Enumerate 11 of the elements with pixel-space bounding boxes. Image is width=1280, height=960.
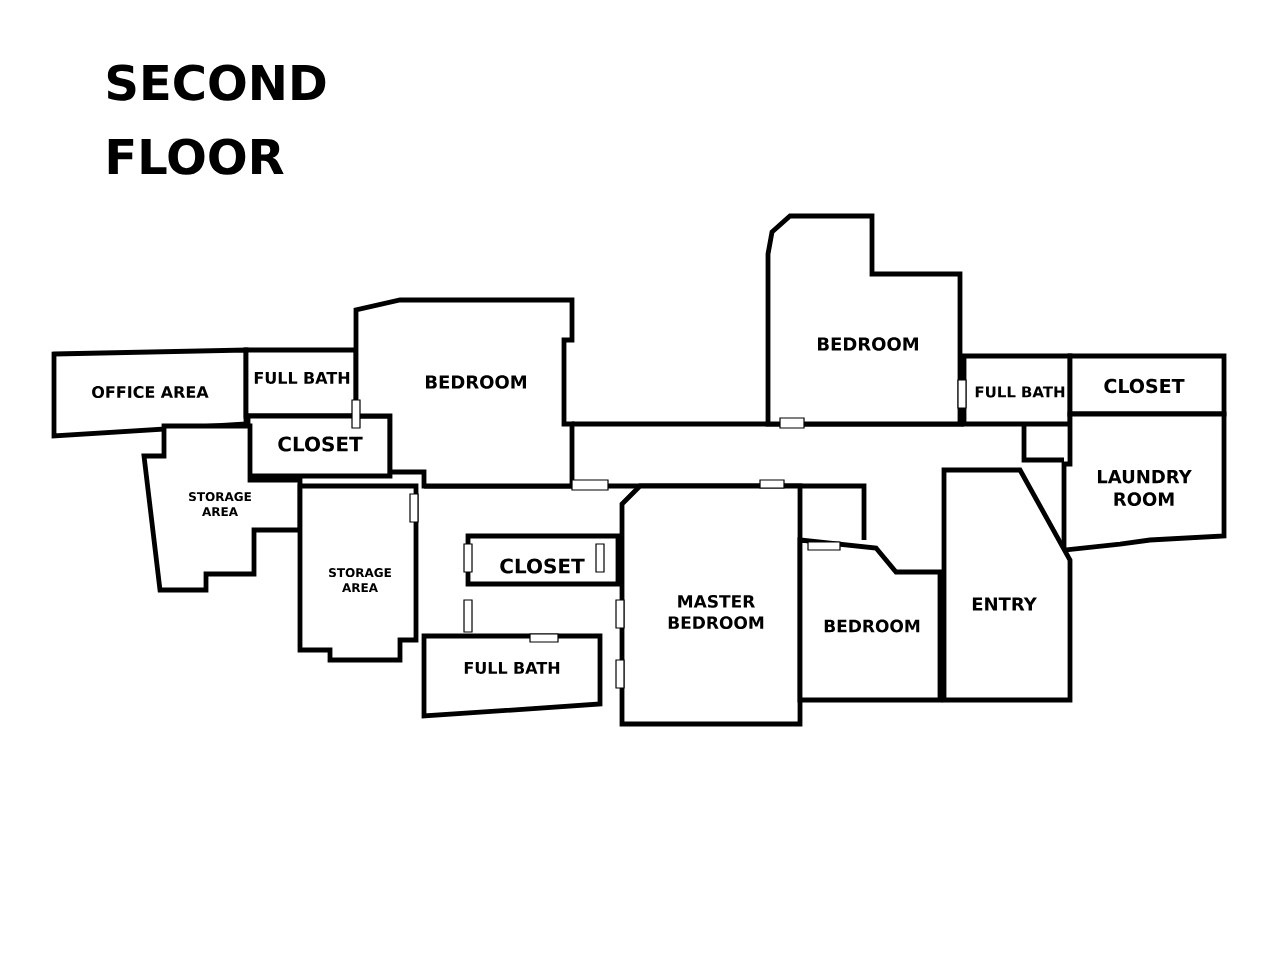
room: ENTRY xyxy=(941,467,1073,703)
room: CLOSET xyxy=(1067,353,1227,417)
room: BEDROOM xyxy=(797,537,943,703)
room: CLOSET xyxy=(465,533,621,587)
node-label: LAUNDRY ROOM xyxy=(1097,470,1192,506)
room: BEDROOM xyxy=(765,213,963,427)
room: CLOSET xyxy=(245,413,393,479)
room: FULL BATH xyxy=(421,633,603,719)
room: MASTER BEDROOM xyxy=(619,483,803,727)
title: SECOND FLOOR xyxy=(107,64,326,175)
room: FULL BATH xyxy=(243,347,359,419)
